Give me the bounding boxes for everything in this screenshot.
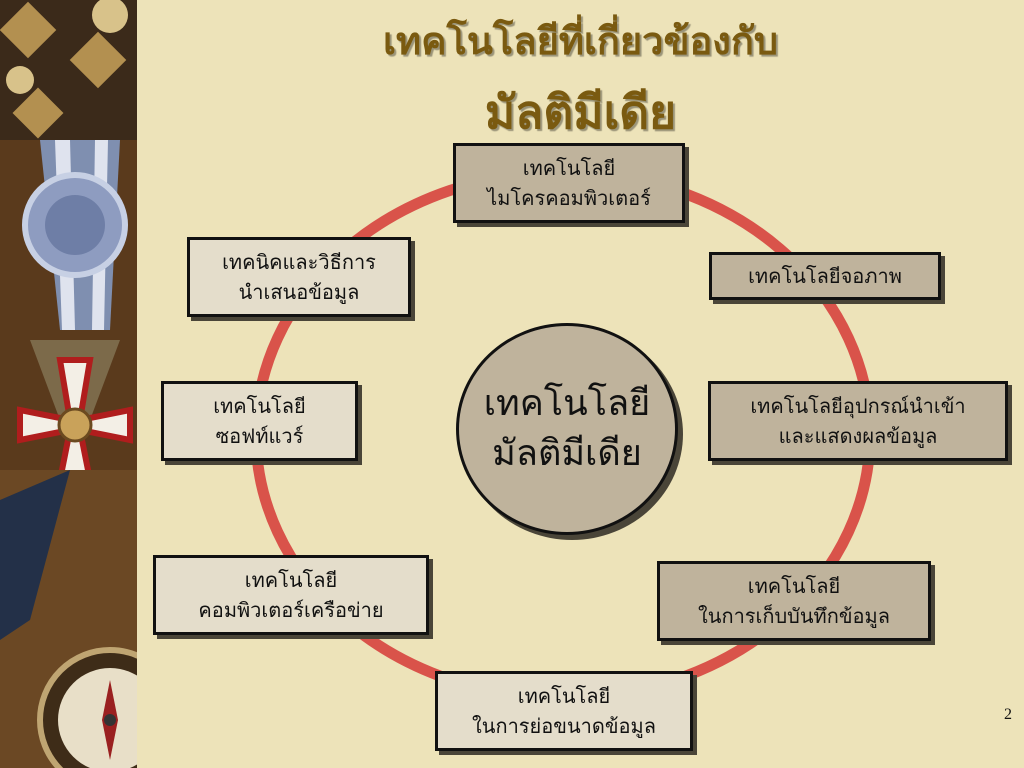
node-data-storage: เทคโนโลยี ในการเก็บบันทึกข้อมูล <box>657 561 931 641</box>
node-microcomputer: เทคโนโลยี ไมโครคอมพิวเตอร์ <box>453 143 685 223</box>
node-computer-network-line2: คอมพิวเตอร์เครือข่าย <box>198 598 384 622</box>
node-presentation: เทคนิคและวิธีการ นำเสนอข้อมูล <box>187 237 411 317</box>
node-presentation-line1: เทคนิคและวิธีการ <box>222 250 376 274</box>
node-microcomputer-line1: เทคโนโลยี <box>522 156 616 180</box>
node-io-devices: เทคโนโลยีอุปกรณ์นำเข้า และแสดงผลข้อมูล <box>708 381 1008 461</box>
slide-title-line1: เทคโนโลยีที่เกี่ยวข้องกับ <box>383 19 778 63</box>
node-display: เทคโนโลยีจอภาพ <box>709 252 941 300</box>
node-computer-network-line1: เทคโนโลยี <box>244 568 338 592</box>
node-microcomputer-line2: ไมโครคอมพิวเตอร์ <box>487 186 651 210</box>
node-computer-network: เทคโนโลยี คอมพิวเตอร์เครือข่าย <box>153 555 429 635</box>
node-io-devices-line1: เทคโนโลยีอุปกรณ์นำเข้า <box>750 394 966 418</box>
node-data-compression: เทคโนโลยี ในการย่อขนาดข้อมูล <box>435 671 693 751</box>
node-software: เทคโนโลยี ซอฟท์แวร์ <box>161 381 358 461</box>
center-multimedia-technology: เทคโนโลยี มัลติมีเดีย <box>456 323 678 535</box>
center-line1: เทคโนโลยี <box>483 383 651 424</box>
node-data-compression-line1: เทคโนโลยี <box>517 684 611 708</box>
node-data-compression-line2: ในการย่อขนาดข้อมูล <box>472 714 656 738</box>
node-presentation-line2: นำเสนอข้อมูล <box>238 280 360 304</box>
center-line2: มัลติมีเดีย <box>492 433 642 474</box>
slide-title-line2: มัลติมีเดีย <box>484 85 677 139</box>
node-data-storage-line2: ในการเก็บบันทึกข้อมูล <box>698 604 890 628</box>
node-software-line2: ซอฟท์แวร์ <box>215 424 304 448</box>
node-display-line1: เทคโนโลยีจอภาพ <box>748 264 902 288</box>
node-io-devices-line2: และแสดงผลข้อมูล <box>778 424 938 448</box>
decorative-medal-image <box>0 0 137 768</box>
node-software-line1: เทคโนโลยี <box>213 394 306 418</box>
node-data-storage-line1: เทคโนโลยี <box>747 574 841 598</box>
page-number: 2 <box>1004 706 1012 723</box>
